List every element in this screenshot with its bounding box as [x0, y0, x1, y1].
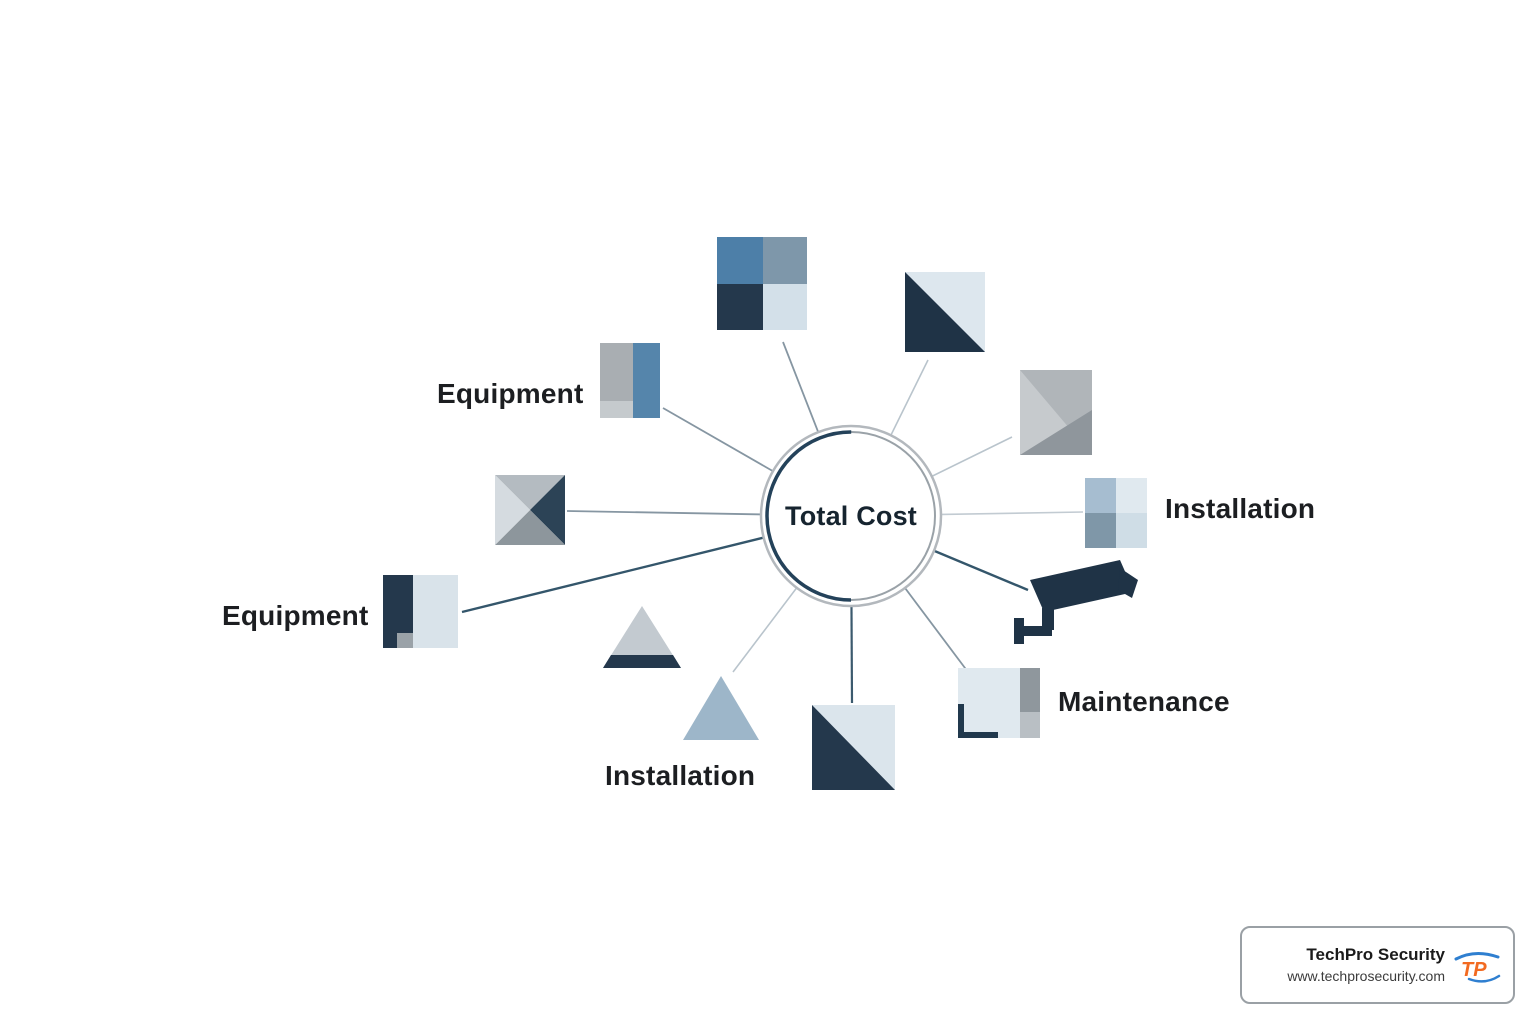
- company-website: www.techprosecurity.com: [1287, 968, 1445, 985]
- shaded-triangle-icon: [603, 606, 681, 668]
- label-equipment-left: Equipment: [222, 600, 369, 631]
- security-camera-icon: [1014, 560, 1138, 644]
- label-equipment-top: Equipment: [437, 378, 584, 409]
- branding-text: TechPro Security www.techprosecurity.com: [1287, 944, 1445, 986]
- center-node-label: Total Cost: [785, 500, 917, 531]
- quad-grid-square-icon: [717, 237, 807, 330]
- label-installation-right: Installation: [1165, 493, 1316, 524]
- pinwheel-square-icon: [495, 475, 565, 545]
- center-ring: [759, 424, 943, 608]
- gray-gradient-square-icon: [1020, 370, 1092, 455]
- branding-card: TechPro Security www.techprosecurity.com…: [1240, 926, 1515, 1004]
- label-installation-bottom: Installation: [605, 760, 756, 791]
- techpro-logo-icon: TP: [1454, 952, 1501, 983]
- half-split-square-icon-left: [383, 575, 458, 648]
- light-triangle-icon: [683, 676, 759, 740]
- stripe-square-icon-maintenance: [958, 668, 1040, 738]
- diagonal-split-square-icon-top-right: [905, 272, 985, 352]
- quad-blue-square-icon: [1085, 478, 1147, 548]
- svg-text:TP: TP: [1461, 959, 1487, 981]
- label-maintenance: Maintenance: [1058, 686, 1230, 717]
- company-name: TechPro Security: [1306, 945, 1445, 965]
- two-tone-square-icon-upper-left: [600, 343, 660, 418]
- diagonal-split-square-icon-bottom: [812, 705, 895, 790]
